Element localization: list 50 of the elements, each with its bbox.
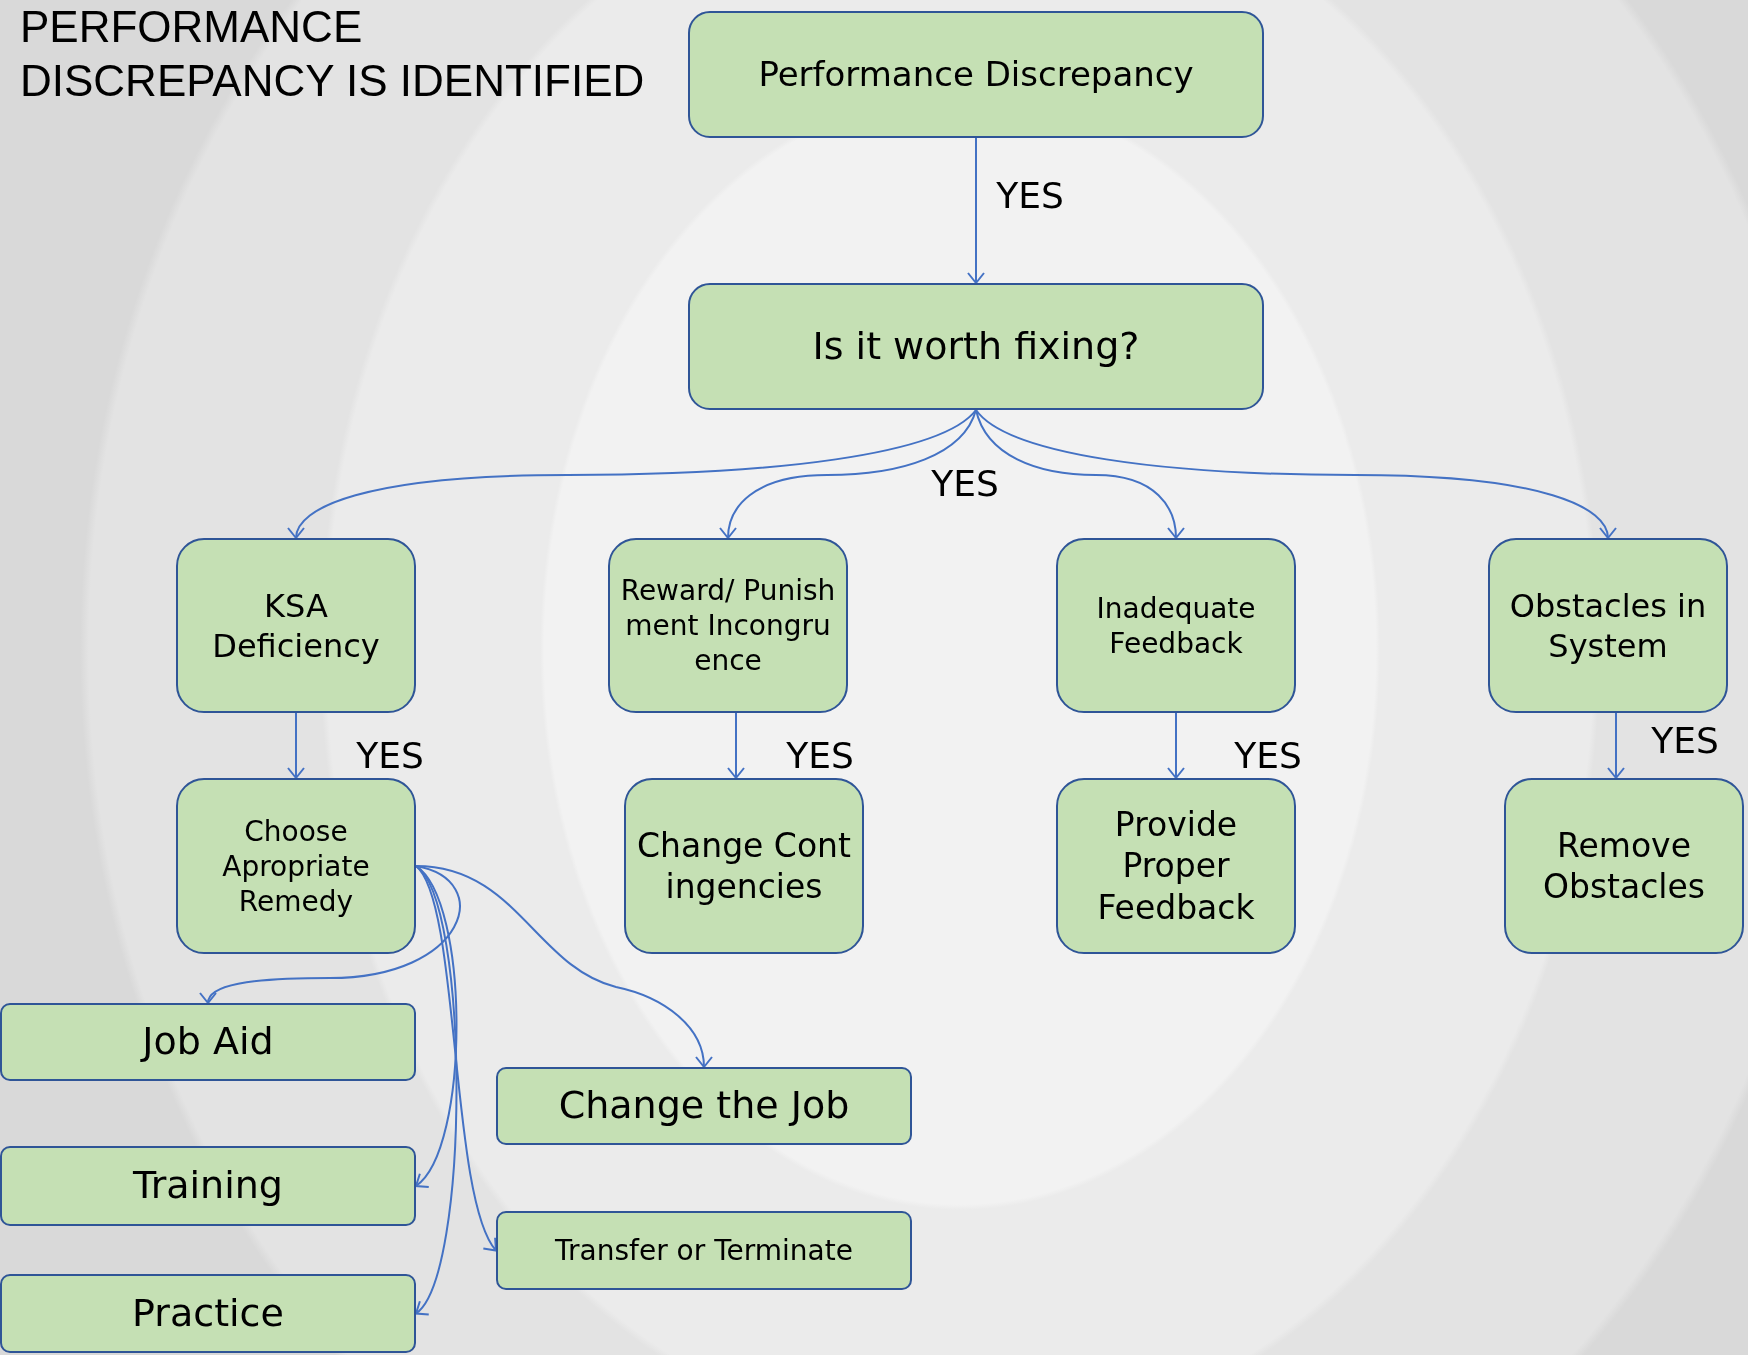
process-box bbox=[496, 1211, 912, 1290]
process-box bbox=[0, 1146, 416, 1226]
process-box bbox=[496, 1067, 912, 1145]
edge-label: YES bbox=[356, 734, 424, 776]
arrow bbox=[967, 137, 985, 284]
edge-label: YES bbox=[1234, 734, 1302, 776]
box-label: Change the Job bbox=[558, 1082, 850, 1130]
arrow bbox=[719, 409, 977, 539]
box-label: Performance Discrepancy bbox=[758, 53, 1194, 96]
process-box bbox=[688, 283, 1264, 410]
box-label: KSA Deficiency bbox=[211, 585, 381, 666]
box-label: Transfer or Terminate bbox=[555, 1233, 853, 1268]
box-label: Practice bbox=[132, 1289, 284, 1337]
arrow bbox=[289, 409, 977, 539]
edge-label: YES bbox=[1651, 719, 1719, 761]
process-box bbox=[1056, 538, 1296, 713]
process-box bbox=[608, 538, 848, 713]
box-label: Reward/ Punishment Incongruence bbox=[619, 573, 837, 678]
process-box bbox=[1488, 538, 1728, 713]
arrow bbox=[414, 865, 458, 1315]
arrow bbox=[1607, 712, 1625, 779]
box-label: Obstacles in System bbox=[1508, 585, 1708, 666]
process-box bbox=[176, 538, 416, 713]
process-box bbox=[0, 1274, 416, 1353]
process-box bbox=[0, 1003, 416, 1081]
process-box bbox=[624, 778, 864, 954]
process-box bbox=[176, 778, 416, 954]
arrow bbox=[975, 409, 1616, 539]
arrow bbox=[415, 865, 713, 1068]
box-label: Inadequate Feedback bbox=[1095, 590, 1257, 661]
arrow bbox=[975, 409, 1185, 539]
box-label: Is it worth fixing? bbox=[812, 322, 1140, 370]
edge-label: YES bbox=[996, 174, 1064, 216]
process-box bbox=[1056, 778, 1296, 954]
process-box bbox=[688, 11, 1264, 138]
box-label: Remove Obstacles bbox=[1541, 824, 1707, 908]
box-label: Job Aid bbox=[142, 1018, 274, 1066]
arrow bbox=[201, 865, 461, 1004]
box-label: Training bbox=[133, 1162, 283, 1210]
box-label: Change Contingencies bbox=[636, 824, 852, 908]
edge-label: YES bbox=[786, 734, 854, 776]
edge-label: YES bbox=[931, 462, 999, 504]
title: PERFORMANCE DISCREPANCY IS IDENTIFIED bbox=[20, 1, 646, 107]
arrow bbox=[727, 712, 745, 779]
arrow bbox=[1167, 712, 1185, 779]
arrow bbox=[415, 865, 458, 1187]
process-box bbox=[1504, 778, 1744, 954]
arrow bbox=[287, 712, 305, 779]
box-label: Provide Proper Feedback bbox=[1096, 804, 1256, 928]
box-label: Choose Apropriate Remedy bbox=[221, 813, 371, 919]
